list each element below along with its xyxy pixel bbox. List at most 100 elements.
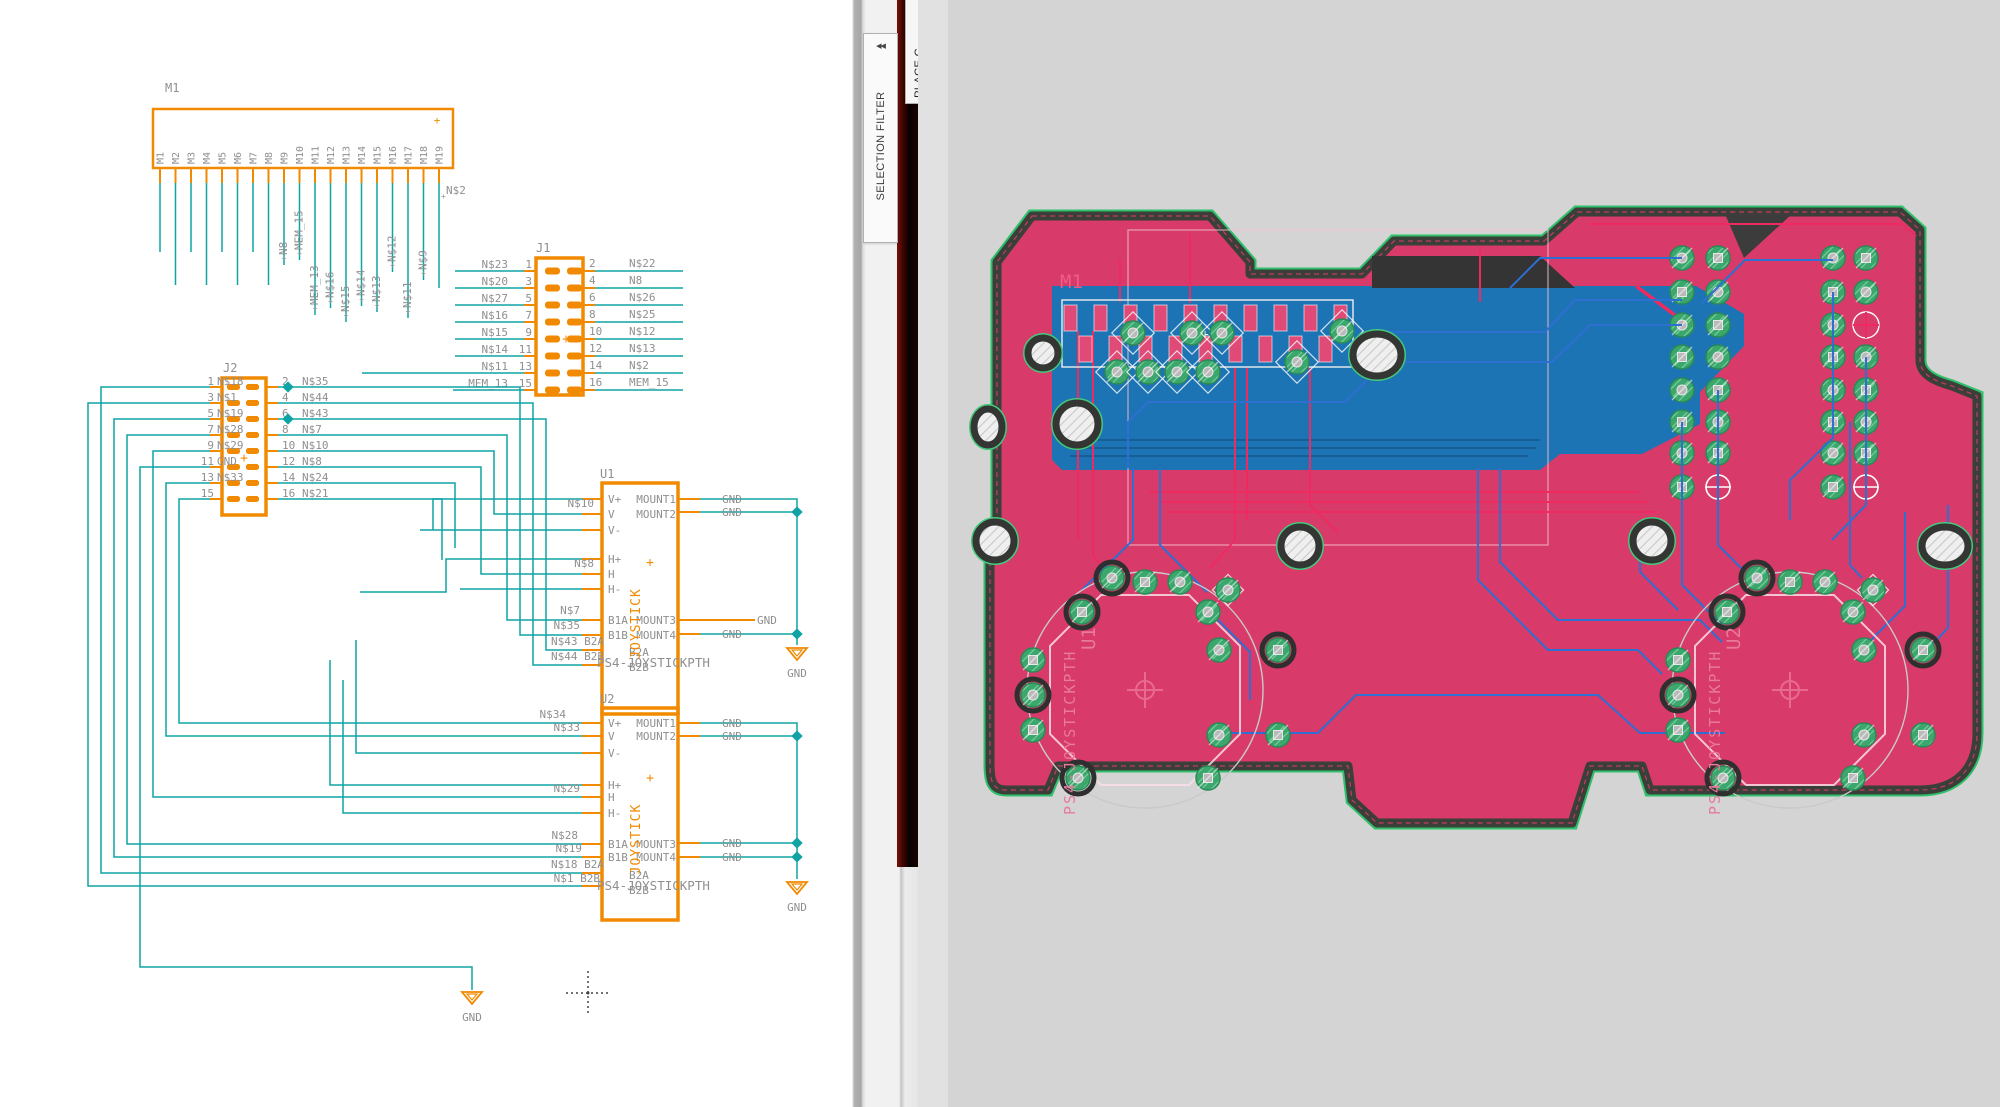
via[interactable] (1665, 717, 1691, 743)
via[interactable] (1710, 765, 1736, 791)
collapse-left-icon[interactable]: ◀◀ (876, 43, 886, 50)
smd-pad[interactable] (1063, 304, 1078, 332)
wire[interactable] (1849, 422, 1863, 579)
mount-hole[interactable] (1628, 517, 1676, 565)
j2-body[interactable] (220, 376, 268, 517)
wire[interactable] (178, 498, 582, 724)
via[interactable] (1669, 377, 1695, 403)
via[interactable] (1705, 344, 1731, 370)
wire[interactable] (1862, 512, 1906, 649)
via[interactable] (1069, 599, 1095, 625)
via[interactable] (1665, 682, 1691, 708)
wire[interactable] (113, 418, 582, 858)
via[interactable] (1820, 440, 1846, 466)
via[interactable] (1020, 717, 1046, 743)
via[interactable] (1669, 279, 1695, 305)
via[interactable] (1705, 312, 1731, 338)
wire[interactable] (278, 418, 582, 651)
via[interactable] (1120, 320, 1146, 346)
smd-pad[interactable] (1108, 335, 1123, 363)
wire[interactable] (1370, 299, 1682, 333)
m1-body[interactable] (151, 107, 455, 170)
wire[interactable] (1789, 292, 1834, 520)
via[interactable] (1099, 565, 1125, 591)
via[interactable] (1853, 279, 1879, 305)
via[interactable] (1179, 320, 1205, 346)
mount-hole[interactable] (969, 404, 1007, 450)
via[interactable] (1164, 359, 1190, 385)
via[interactable] (1195, 599, 1221, 625)
via[interactable] (1860, 577, 1886, 603)
via[interactable] (1104, 359, 1130, 385)
via[interactable] (1820, 245, 1846, 271)
via[interactable] (1167, 569, 1193, 595)
via[interactable] (1910, 722, 1936, 748)
via[interactable] (1135, 359, 1161, 385)
smd-pad[interactable] (1093, 304, 1108, 332)
via[interactable] (1840, 765, 1866, 791)
wire[interactable] (1309, 368, 1339, 533)
wire[interactable] (360, 558, 582, 593)
wire[interactable] (1207, 609, 1251, 700)
wire[interactable] (1588, 223, 1917, 237)
mount-hole[interactable] (1023, 333, 1063, 373)
via[interactable] (1265, 722, 1291, 748)
component-u2[interactable]: U2V+VV-H+HH-B1AB1BB2AB2BMOUNT1MOUNT2MOUN… (540, 692, 742, 922)
gnd-symbol[interactable] (460, 991, 484, 1006)
u1-body[interactable] (600, 481, 680, 716)
via[interactable] (1669, 344, 1695, 370)
mount-hole[interactable] (1051, 398, 1103, 450)
mount-hole[interactable] (1276, 522, 1324, 570)
via[interactable] (1329, 318, 1355, 344)
wire[interactable] (700, 722, 798, 879)
wire[interactable] (1212, 694, 1725, 734)
wire[interactable] (1209, 368, 1236, 569)
via[interactable] (1065, 765, 1091, 791)
via[interactable] (1206, 637, 1232, 663)
via[interactable] (1777, 569, 1803, 595)
wire[interactable] (100, 386, 582, 874)
via[interactable] (1265, 637, 1291, 663)
via[interactable] (1665, 647, 1691, 673)
traces-bottom[interactable] (1081, 257, 1949, 734)
wire[interactable] (700, 498, 798, 645)
smd-pad[interactable] (1078, 335, 1093, 363)
wire[interactable] (126, 434, 582, 845)
component-u1[interactable]: U1V+VV-H+HH-B1AB1BB2AB2BMOUNT1MOUNT2MOUN… (551, 467, 777, 716)
wire[interactable] (329, 660, 582, 786)
wire[interactable] (1477, 468, 1663, 675)
wire[interactable] (87, 402, 582, 887)
wire[interactable] (278, 450, 582, 515)
wire[interactable] (1127, 324, 1682, 468)
gnd-symbol[interactable] (785, 647, 809, 662)
wire[interactable] (139, 466, 473, 990)
via[interactable] (1852, 311, 1880, 339)
via[interactable] (1206, 722, 1232, 748)
via[interactable] (1195, 359, 1221, 385)
wire[interactable] (1499, 468, 1723, 643)
tab-selection-filter[interactable]: ◀◀ SELECTION FILTER (863, 33, 898, 243)
via[interactable] (1705, 279, 1731, 305)
via[interactable] (1132, 569, 1158, 595)
via[interactable] (1020, 647, 1046, 673)
j1-body[interactable] (534, 256, 585, 397)
gnd-symbol[interactable] (785, 881, 809, 896)
via[interactable] (1851, 637, 1877, 663)
via[interactable] (1744, 565, 1770, 591)
smd-pad[interactable] (1243, 304, 1258, 332)
via[interactable] (1209, 320, 1235, 346)
wire[interactable] (1509, 257, 1682, 289)
wire[interactable] (278, 482, 456, 548)
wire[interactable] (278, 402, 582, 666)
wire[interactable] (1831, 357, 1867, 541)
via[interactable] (1820, 474, 1846, 500)
wire[interactable] (278, 466, 582, 575)
smd-pad[interactable] (1228, 335, 1243, 363)
smd-pad[interactable] (1153, 304, 1168, 332)
